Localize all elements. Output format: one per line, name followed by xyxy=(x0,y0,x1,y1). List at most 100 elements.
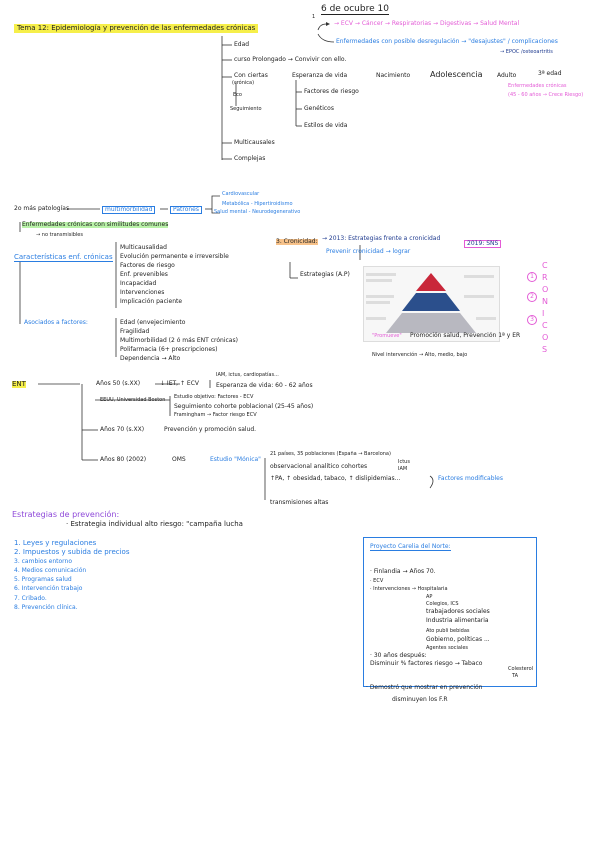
karelia-line: Colegios, ICS xyxy=(426,601,459,607)
prevencion-sub: · Estrategia individual alto riesgo: "ca… xyxy=(66,520,243,528)
promocion-salud: Promoción salud, Prevención 1ª y ER xyxy=(410,332,521,339)
adulto-label: Adulto xyxy=(497,72,517,79)
asoc-item: Edad (envejecimiento xyxy=(120,319,186,326)
karelia-line: · ECV xyxy=(370,578,384,584)
disease-dysregulation: Enfermedades con posible desregulación →… xyxy=(336,38,558,45)
ent-oms: OMS xyxy=(172,456,186,463)
karelia-line: Colesterol xyxy=(508,666,534,672)
asoc-item: Polifarmacia (6+ prescripciones) xyxy=(120,346,218,353)
karelia-title: Proyecto Carelia del Norte: xyxy=(370,543,451,551)
level-3-badge: 3 xyxy=(527,315,537,325)
geneticos-label: Genéticos xyxy=(304,105,334,112)
cronicidad-title: 3. Cronicidad: xyxy=(276,238,318,245)
eco-label: Eco xyxy=(233,92,242,98)
karelia-line: Agentes sociales xyxy=(426,645,469,651)
ent-monica: Estudio "Mónica" xyxy=(210,456,261,463)
ent-ictus: Ictus xyxy=(398,459,410,465)
prev-item: 8. Prevención clínica. xyxy=(14,604,78,611)
cronicidad-2019: 2019: SNS xyxy=(464,240,502,248)
ent-boston: EEUU, Universidad Boston xyxy=(100,397,166,403)
prev-item: 7. Cribado. xyxy=(14,595,47,602)
ent-seguimiento: Seguimiento cohorte poblacional (25-45 a… xyxy=(174,403,314,410)
caract-item: Enf. prevenibles xyxy=(120,271,168,278)
karelia-line: AP xyxy=(426,594,433,600)
patron-salud-mental: Salud mental - Neurodegenerativo xyxy=(214,209,301,215)
karelia-box xyxy=(363,537,537,687)
enf-cronicas-comunes: Enfermedades crónicas con similitudes co… xyxy=(22,221,169,228)
karelia-line: · Intervenciones → Hospitalaria xyxy=(370,586,448,592)
asociados-title: Asociados a factores: xyxy=(24,319,88,326)
patron-cardiovascular: Cardiovascular xyxy=(222,191,260,197)
caract-item: Evolución permanente e irreversible xyxy=(120,253,229,260)
prevencion-title: Estrategias de prevención: xyxy=(12,510,120,519)
curso-label: curso Prolongado → Convivir con ello. xyxy=(234,56,347,63)
ent-iam: IAM, ictus, cardiopatías... xyxy=(216,372,279,378)
asoc-item: Fragilidad xyxy=(120,328,150,335)
prev-item: 4. Medios comunicación xyxy=(14,567,87,574)
karelia-line: trabajadores sociales xyxy=(426,608,490,615)
caracteristicas-title: Características enf. crónicas xyxy=(14,253,113,262)
prev-item: 6. Intervención trabajo xyxy=(14,585,83,592)
karelia-line: · 30 años después: xyxy=(370,652,427,659)
ent-observacional: observacional analítico cohortes xyxy=(270,463,368,470)
esperanza-label: Esperanza de vida xyxy=(292,72,348,79)
page-number: 1 xyxy=(312,14,316,20)
ent-esperanza: Esperanza de vida: 60 - 62 años xyxy=(216,382,313,389)
tercera-edad-label: 3ª edad xyxy=(538,70,562,77)
nivel-intervencion: Nivel intervención → Alto, medio, bajo xyxy=(372,352,468,358)
ciertas-label: Con ciertas xyxy=(234,72,268,79)
multicausales-label: Multicausales xyxy=(234,139,275,146)
karelia-line: · Demostró que mostrar en prevención xyxy=(366,684,483,691)
page-title: Tema 12: Epidemiología y prevención de l… xyxy=(14,24,259,33)
ent-label: ENT xyxy=(12,380,26,388)
factores-label: Factores de riesgo xyxy=(304,88,359,95)
page-date: 6 de ocubre 10 xyxy=(321,4,389,15)
caract-item: Intervenciones xyxy=(120,289,165,296)
ciertas-sub: (crónica) xyxy=(232,80,255,86)
ent-ecv: ↓ IET, ↑ ECV xyxy=(160,380,199,387)
ent-estudio: Estudio objetivo: Factores - ECV xyxy=(174,394,254,400)
epoc-note: → EPOC /osteoartritis xyxy=(500,49,553,55)
ent-anos-50: Años 50 (s.XX) xyxy=(96,380,141,387)
karelia-line: disminuyen los F.R xyxy=(392,696,448,703)
ent-iam2: IAM xyxy=(398,466,408,472)
prev-item: 3. cambios entorno xyxy=(14,558,72,565)
ent-anos-80: Años 80 (2002) xyxy=(100,456,147,463)
multimorbilidad-label: multimorbilidad xyxy=(102,206,156,214)
nacimiento-label: Nacimiento xyxy=(376,72,411,79)
disease-chain: → ECV → Cáncer → Respiratorias → Digesti… xyxy=(334,20,520,27)
ent-transmisiones: transmisiones altas xyxy=(270,499,329,506)
karelia-line: Ato publi bebidas xyxy=(426,628,470,634)
caract-item: Factores de riesgo xyxy=(120,262,175,269)
factores-modificables: Factores modificables xyxy=(438,475,503,482)
estrategias-ap: Estrategias (A.P) xyxy=(300,271,350,278)
level-2-badge: 2 xyxy=(527,292,537,302)
patron-metabolica: Metabólica - Hipertiroidismo xyxy=(222,201,293,207)
enf-cronicas-note: Enfermedades crónicas xyxy=(508,83,567,89)
ent-tpa: ↑PA, ↑ obesidad, tabaco, ↑ dislipidemias… xyxy=(270,475,401,482)
mas-patologias: 2o más patologías xyxy=(14,205,70,212)
cronicidad-prevenir: Prevenir cronicidad → lograr xyxy=(326,248,411,255)
level-1-badge: 1 xyxy=(527,272,537,282)
karelia-line: Gobierno, políticas ... xyxy=(426,636,490,643)
riesgo-note: (45 - 60 años → Crece Riesgo) xyxy=(508,92,584,98)
cronicidad-2013: → 2013: Estrategias frente a cronicidad xyxy=(322,235,441,242)
ent-paises: 21 países, 35 poblaciones (España → Barc… xyxy=(270,451,391,457)
promueve-label: "Promueve" xyxy=(372,333,402,339)
edad-label: Edad xyxy=(234,41,250,48)
ent-anos-70: Años 70 (s.XX) xyxy=(100,426,145,433)
pyramid-graphic xyxy=(366,273,496,333)
estilos-label: Estilos de vida xyxy=(304,122,348,129)
karelia-line: Disminuir % factores riesgo → Tabaco xyxy=(370,660,483,667)
complejas-label: Complejas xyxy=(234,155,266,162)
caract-item: Incapacidad xyxy=(120,280,157,287)
adolescencia-label: Adolescencia xyxy=(430,70,483,79)
patrones-label: Patrones xyxy=(170,206,203,214)
asoc-item: Dependencia → Alto xyxy=(120,355,181,362)
no-transmisibles: → no transmisibles xyxy=(36,232,83,238)
ent-prevencion: Prevención y promoción salud. xyxy=(164,426,257,433)
karelia-line: · Finlandia → Años 70. xyxy=(370,568,436,575)
ent-framingham: Framingham → Factor riesgo ECV xyxy=(174,412,257,418)
